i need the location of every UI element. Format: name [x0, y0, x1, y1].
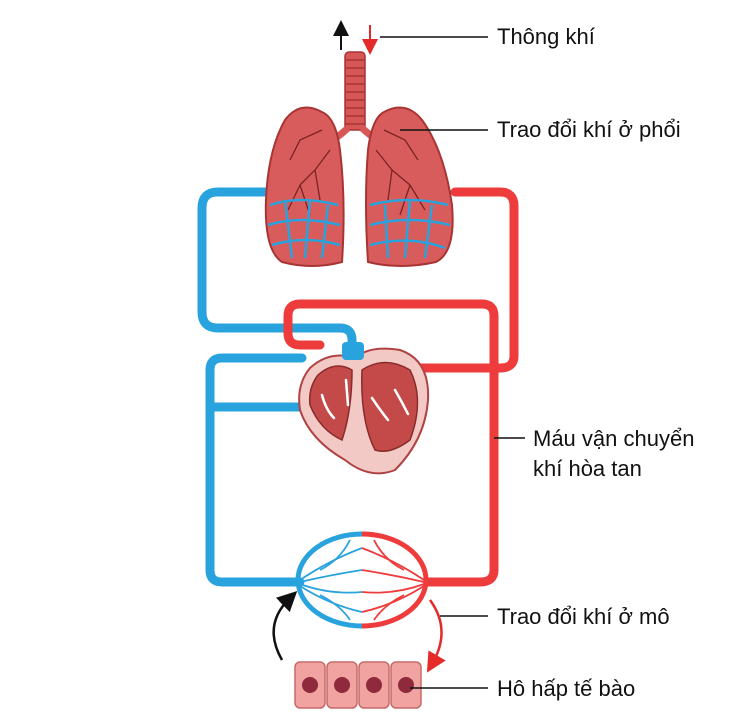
bronchial-tree — [287, 129, 426, 216]
lungs — [264, 51, 454, 267]
cell — [294, 661, 326, 709]
pulmonary-artery — [197, 187, 357, 357]
aorta-loop — [283, 299, 499, 587]
lung-exchange-label: Trao đổi khí ở phổi — [497, 117, 681, 142]
cell — [358, 661, 390, 709]
trachea — [318, 51, 392, 152]
tissue-exchange-label: Trao đổi khí ở mô — [497, 604, 670, 629]
heart-chambers — [308, 361, 419, 452]
capillary-bed — [295, 531, 429, 629]
leader-lines — [380, 36, 525, 689]
heart — [298, 342, 430, 475]
heart-flow-arrows — [320, 378, 410, 422]
oxygenated-vessels — [283, 187, 519, 587]
pulmonary-vein — [405, 187, 519, 373]
ventilation-arrows — [333, 20, 378, 55]
lung-capillaries — [267, 198, 451, 259]
cell — [326, 661, 358, 709]
heart-vessel-cap — [342, 342, 364, 360]
blood-transport-label-line1: Máu vận chuyển — [533, 426, 695, 451]
ventilation-label: Thông khí — [497, 24, 595, 49]
vena-cava — [205, 353, 307, 587]
deoxygenated-vessels — [197, 187, 357, 587]
left-lung — [264, 106, 345, 267]
cell-to-capillary-arrow-icon — [272, 591, 298, 661]
blood-transport-label-line2: khí hòa tan — [533, 456, 642, 481]
tissue-cells — [294, 661, 422, 709]
capillary-to-cell-arrow-icon — [426, 599, 446, 673]
cell-respiration-label: Hô hấp tế bào — [497, 676, 636, 701]
cell — [390, 661, 422, 709]
